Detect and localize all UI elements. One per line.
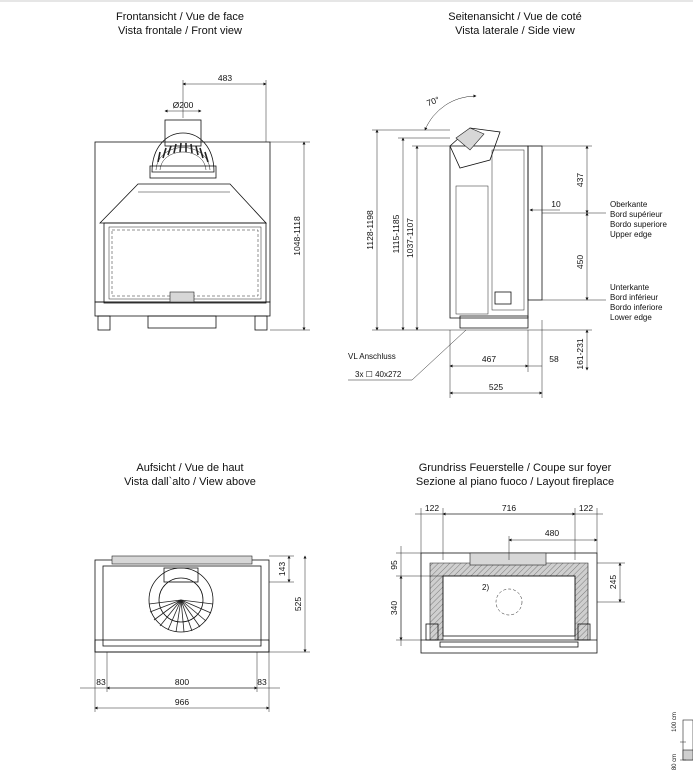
lower-edge-label: Unterkante Bord inférieur Bordo inferior… [610,283,663,322]
side-dim-opening-span: 450 [575,255,585,269]
plan-dim-left: 122 [425,503,439,513]
side-view-title-line1: Seitenansicht / Vue de coté [448,11,582,23]
side-dim-bottom-span: 161-231 [575,338,585,369]
plan-dim-inner: 716 [502,503,516,513]
connection-label: VL Anschluss [348,352,396,361]
top-dim-flue-depth: 143 [277,562,287,576]
upper-edge-label: Oberkante Bord supérieur Bordo superiore… [610,200,667,239]
side-view-title: Seitenansicht / Vue de coté Vista latera… [390,10,640,38]
top-view-title-line1: Aufsicht / Vue de haut [136,462,244,474]
top-dim-side-left: 83 [96,677,106,687]
upper-edge-label-it: Bordo superiore [610,220,667,229]
top-view-title: Aufsicht / Vue de haut Vista dall`alto /… [70,461,310,489]
front-dim-flue-offset: 483 [218,73,232,83]
top-dim-inner: 800 [175,677,189,687]
plan-view-drawing [396,508,625,654]
plan-note-marker: 2) [482,583,489,592]
plan-view-title-line2: Sezione al piano fuoco / Layout fireplac… [415,476,615,488]
top-view-drawing [80,555,310,712]
lower-edge-label-de: Unterkante [610,283,650,292]
front-view-title-line1: Frontansicht / Vue de face [116,11,244,23]
side-dim-top-offset: 10 [551,199,561,209]
plan-dim-half: 480 [545,528,559,538]
top-dim-width: 966 [175,697,189,707]
plan-dim-flue: 245 [608,575,618,589]
front-dim-flue-diameter: Ø200 [173,100,194,110]
plan-dim-right: 122 [579,503,593,513]
front-view-title-line2: Vista frontale / Front view [118,25,242,37]
front-dim-height: 1048-1118 [292,216,302,256]
upper-edge-label-en: Upper edge [610,230,652,239]
scale-label-top: 100 cm [672,712,678,732]
side-dim-angle: 70° [425,94,441,108]
side-view-drawing [348,94,606,398]
side-dim-mid-height: 1115-1185 [391,214,401,253]
plan-view-title: Grundriss Feuerstelle / Coupe sur foyer … [380,461,650,489]
upper-edge-label-fr: Bord supérieur [610,210,663,219]
side-view-title-line2: Vista laterale / Side view [455,25,575,37]
side-dim-depth-front: 58 [549,354,559,364]
side-dim-inner-height: 1037-1107 [405,218,415,258]
front-view-drawing [94,80,310,331]
connection-spec: 3x ☐ 40x272 [355,370,402,379]
plan-dim-depth: 340 [389,601,399,615]
side-dim-depth-total: 525 [489,382,503,392]
scale-label-bottom: 80 cm [672,754,678,770]
upper-edge-label-de: Oberkante [610,200,648,209]
lower-edge-label-fr: Bord inférieur [610,293,658,302]
scale-bar [680,719,693,761]
plan-dim-rear: 95 [389,560,399,570]
front-view-title: Frontansicht / Vue de face Vista frontal… [60,10,300,38]
top-view-title-line2: Vista dall`alto / View above [124,476,256,488]
top-dim-depth: 525 [293,597,303,611]
side-dim-total-height: 1128-1198 [365,210,375,250]
side-dim-depth-inner: 467 [482,354,496,364]
lower-edge-label-en: Lower edge [610,313,652,322]
top-dim-side-right: 83 [257,677,267,687]
plan-view-title-line1: Grundriss Feuerstelle / Coupe sur foyer [418,462,612,474]
lower-edge-label-it: Bordo inferiore [610,303,663,312]
side-dim-upper-span: 437 [575,173,585,187]
